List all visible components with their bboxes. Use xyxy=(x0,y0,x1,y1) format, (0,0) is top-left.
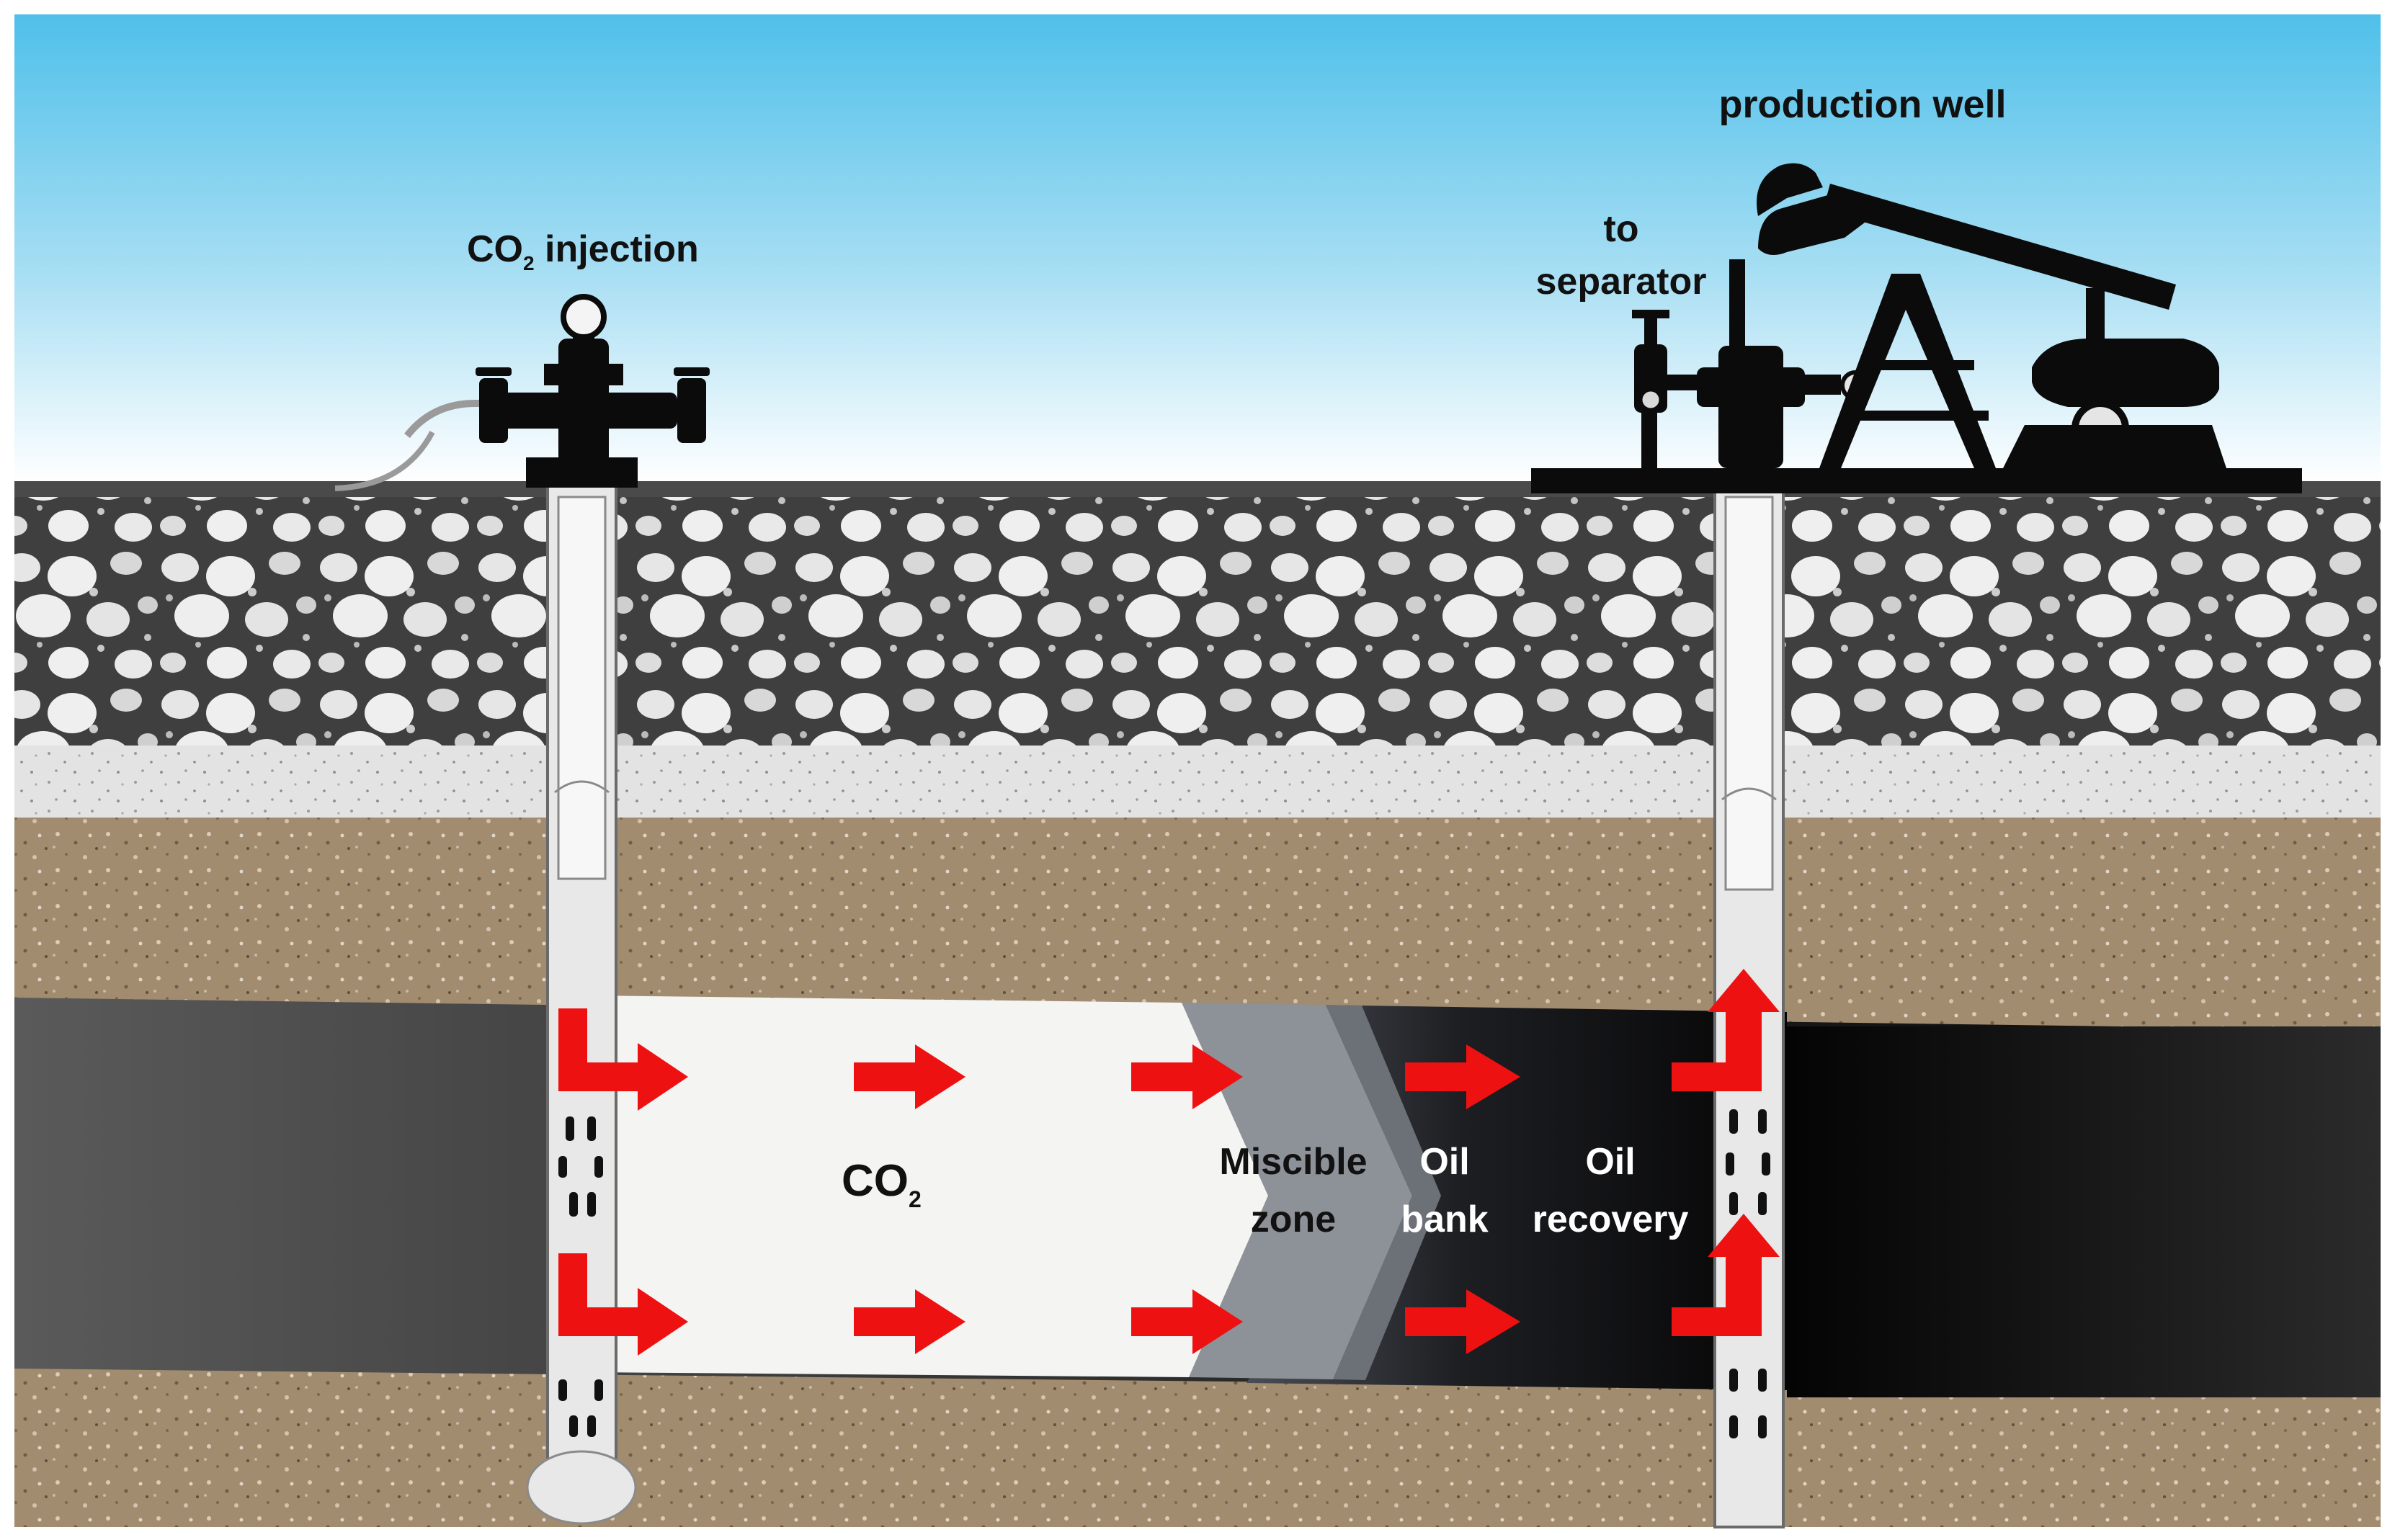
injection-perforations xyxy=(558,1116,603,1437)
miscible-zone-label: Miscible zone xyxy=(1219,1141,1367,1240)
production-perforations xyxy=(1726,1109,1770,1438)
svg-text:bank: bank xyxy=(1401,1199,1488,1240)
pumpjack-icon xyxy=(1697,163,2226,468)
svg-text:Oil: Oil xyxy=(1419,1141,1469,1183)
oil-recovery-label: Oil recovery xyxy=(1533,1141,1689,1240)
svg-text:to: to xyxy=(1603,208,1638,250)
production-pad xyxy=(1531,468,2302,493)
svg-text:Miscible: Miscible xyxy=(1219,1141,1367,1183)
gravel-layer xyxy=(14,497,2381,746)
svg-text:separator: separator xyxy=(1536,261,1707,303)
sand-band xyxy=(14,746,2381,818)
wellhead-icon xyxy=(334,294,710,491)
svg-text:Oil: Oil xyxy=(1585,1141,1635,1183)
production-well-label: production well xyxy=(1719,83,2007,126)
miscible-zone-region xyxy=(1182,1003,1412,1379)
oil-reservoir-right xyxy=(1787,1026,2381,1397)
to-separator-label: to separator xyxy=(1536,208,1707,303)
co2-zone-label: CO2 xyxy=(842,1156,922,1212)
co2-zone-region xyxy=(591,995,1268,1377)
flow-arrow-icon xyxy=(558,969,1780,1356)
svg-text:recovery: recovery xyxy=(1533,1199,1689,1240)
co2-injection-label: CO2 injection xyxy=(467,228,699,274)
oil-bank-label: Oil bank xyxy=(1401,1141,1488,1240)
svg-text:zone: zone xyxy=(1251,1199,1336,1240)
